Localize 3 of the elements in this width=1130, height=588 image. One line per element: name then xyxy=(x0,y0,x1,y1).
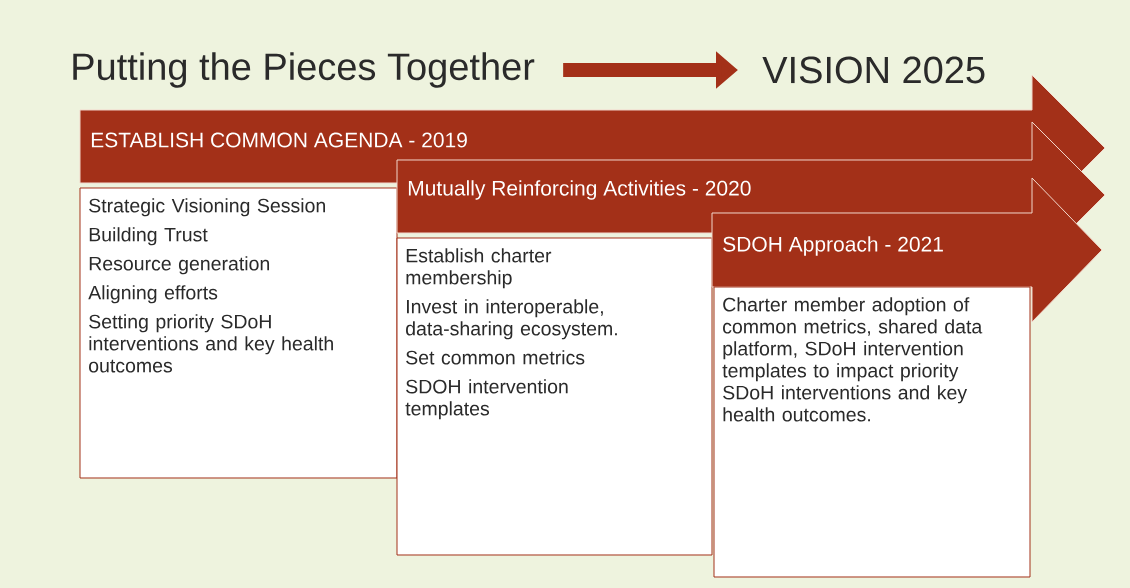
text-box: Establish charter membership Invest in interoperable, data-sharing ecosystem. Set common metrics SDOH intervention templates xyxy=(396,237,713,556)
text-box: Charter member adoption of common metrics, shared data platform, SDoH intervention templates to impact priority SDoH interventions and key health outcomes. xyxy=(713,286,1031,578)
text-box: Strategic Visioning Session Building Trust Resource generation Aligning efforts Setting priority SDoH interventions and key health outcomes xyxy=(79,187,398,479)
